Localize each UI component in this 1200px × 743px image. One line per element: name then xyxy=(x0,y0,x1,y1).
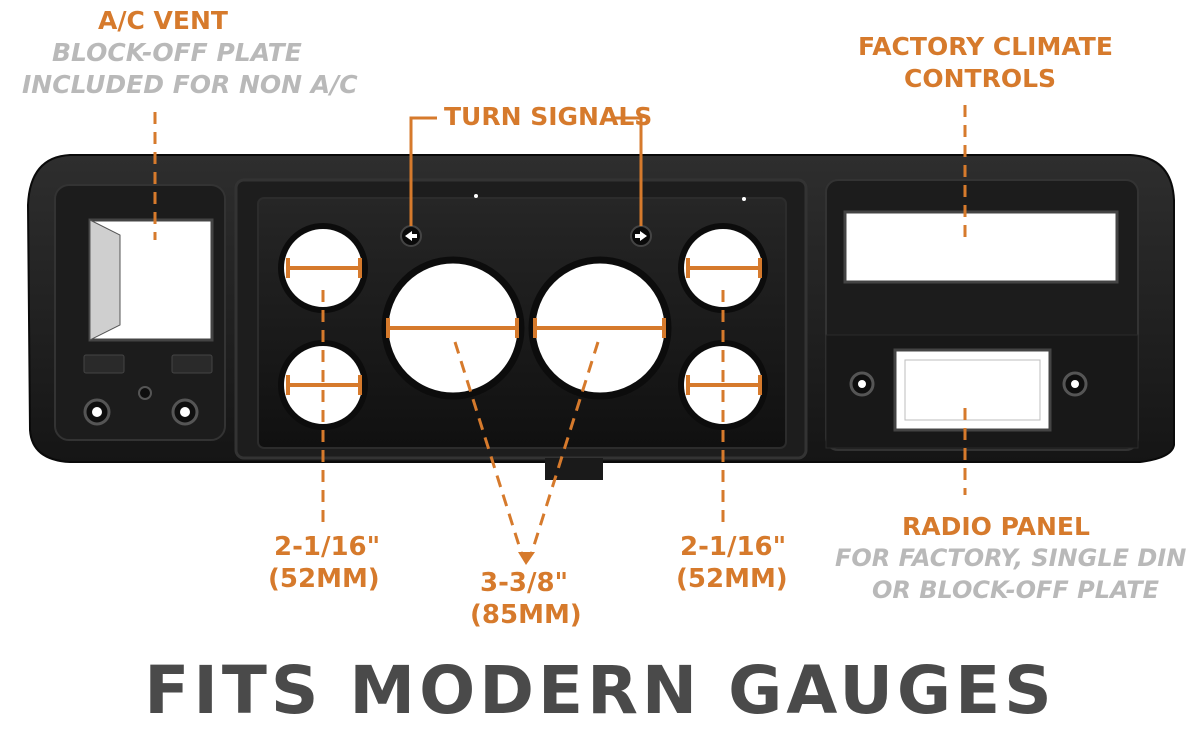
small-gauge-left-mm: (52MM) xyxy=(268,564,380,594)
large-gauge-mm: (85MM) xyxy=(470,600,582,630)
large-gauge-size: 3-3/8" xyxy=(480,568,569,598)
climate-controls-line-2: CONTROLS xyxy=(904,64,1057,93)
left-arrow-icon xyxy=(400,225,422,247)
radio-panel-note-2: OR BLOCK-OFF PLATE xyxy=(872,576,1160,604)
radio-panel-title: RADIO PANEL xyxy=(902,512,1090,541)
leader-lines xyxy=(153,105,967,556)
headline: FITS MODERN GAUGES xyxy=(144,652,1056,729)
ac-vent-note-1: BLOCK-OFF PLATE xyxy=(52,38,302,67)
ac-vent-note-2: INCLUDED FOR NON A/C xyxy=(22,70,358,99)
turn-signals-label: TURN SIGNALS xyxy=(444,102,653,131)
radio-opening xyxy=(893,348,1052,432)
radio-panel-note-1: FOR FACTORY, SINGLE DIN xyxy=(835,544,1187,572)
right-arrow-icon xyxy=(630,225,652,247)
switch-left xyxy=(83,354,125,374)
climate-control-opening xyxy=(843,210,1119,284)
small-gauge-right-size: 2-1/16" xyxy=(680,532,787,562)
dimension-lines xyxy=(286,258,762,395)
turn-signal-bracket xyxy=(409,116,643,226)
bottom-tab xyxy=(545,458,603,480)
small-gauge-left-size: 2-1/16" xyxy=(274,532,381,562)
small-gauge-right-mm: (52MM) xyxy=(676,564,788,594)
ac-vent-title: A/C VENT xyxy=(98,6,228,35)
knob-hole-center xyxy=(138,386,152,400)
climate-controls-line-1: FACTORY CLIMATE xyxy=(858,32,1113,61)
switch-right xyxy=(171,354,213,374)
